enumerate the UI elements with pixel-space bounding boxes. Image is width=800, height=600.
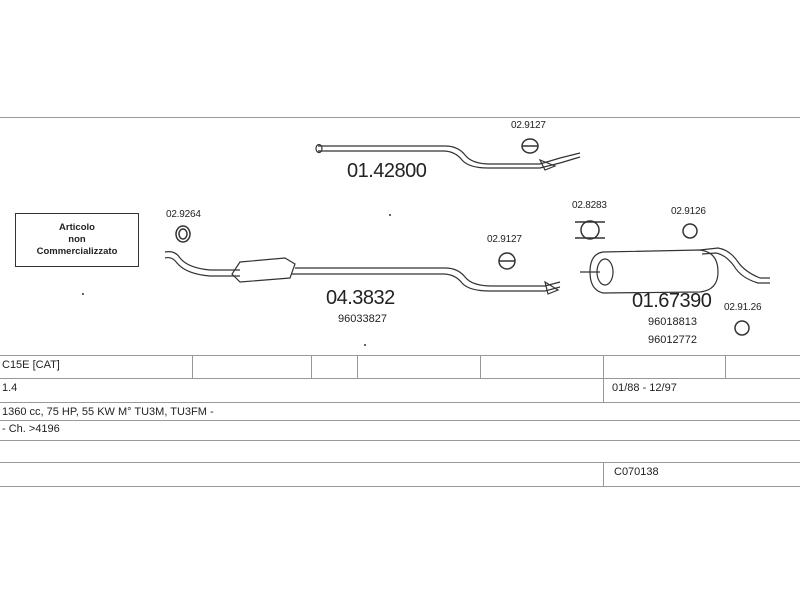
part-number-clamp-middle[interactable]: 02.9127 [487,234,522,245]
middle-pipe-drawing [164,251,561,295]
table-divider [480,355,481,378]
part-number-clamp-rear[interactable]: 02.9126 [671,206,706,217]
hanger-drawing [575,220,605,240]
gasket-drawing [175,225,191,243]
clamp-middle-drawing [498,252,516,270]
table-rule [0,355,800,356]
clamp-rear-drawing [682,223,750,336]
oe-number-rear-1: 96018813 [648,316,697,328]
notice-line: Articolo [59,222,95,233]
table-divider [192,355,193,378]
part-number-rear-silencer[interactable]: 01.67390 [632,290,712,312]
table-divider [311,355,312,378]
table-divider [603,462,604,486]
table-rule [0,462,800,463]
part-number-hanger[interactable]: 02.8283 [572,200,607,211]
table-rule [0,420,800,421]
table-rule [0,402,800,403]
part-number-gasket[interactable]: 02.9264 [166,209,201,220]
table-divider [725,355,726,378]
not-sold-notice: Articolo non Commercializzato [15,213,139,267]
notice-line: non [68,234,86,245]
diagram-top-border [0,117,800,118]
rear-silencer-drawing [580,247,770,294]
production-years: 01/88 - 12/97 [612,382,677,394]
system-code: C070138 [614,466,659,478]
part-number-clamp-end[interactable]: 02.91.26 [724,302,762,313]
oe-number-rear-2: 96012772 [648,334,697,346]
notice-line: Commercializzato [36,246,118,257]
part-number-front-pipe[interactable]: 01.42800 [347,160,427,182]
part-number-clamp-top[interactable]: 02.9127 [511,120,546,131]
oe-number-middle: 96033827 [338,313,387,325]
engine-specs: 1360 cc, 75 HP, 55 KW M° TU3M, TU3FM - [2,406,214,418]
table-rule [0,486,800,487]
vehicle-model: C15E [CAT] [2,359,60,371]
front-pipe-drawing [315,143,581,171]
table-divider [357,355,358,378]
part-number-middle-pipe[interactable]: 04.3832 [326,287,395,309]
dot-marker [364,344,366,346]
table-rule [0,378,800,379]
dot-marker [82,293,84,295]
chassis-range: - Ch. >4196 [2,423,60,435]
table-divider [603,355,604,402]
clamp-drawing [521,138,539,154]
exhaust-diagram [82,138,770,346]
table-rule [0,440,800,441]
dot-marker [389,214,391,216]
engine-size: 1.4 [2,382,18,394]
